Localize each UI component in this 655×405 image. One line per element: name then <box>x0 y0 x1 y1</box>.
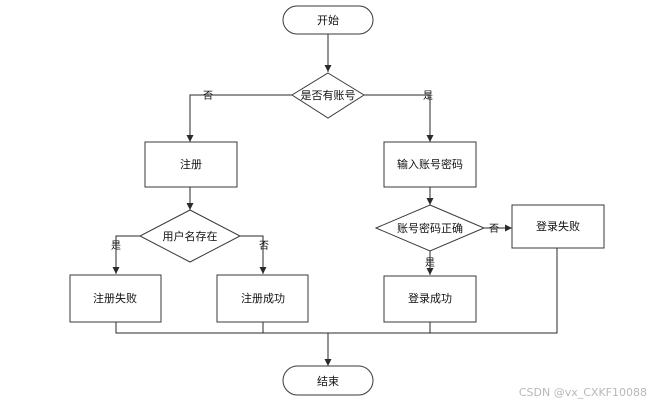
branch-label-username-exists-no: 否 <box>259 240 269 252</box>
node-register-success: 注册成功 <box>216 274 309 323</box>
edge-has-account-no <box>186 94 292 142</box>
node-register-fail: 注册失败 <box>69 274 162 323</box>
node-credentials-correct-label: 账号密码正确 <box>397 221 463 235</box>
edge-merge-to-end <box>115 248 558 334</box>
node-username-exists-label: 用户名存在 <box>163 229 218 243</box>
node-register: 注册 <box>144 141 238 188</box>
flow-edges <box>112 34 558 366</box>
node-end: 结束 <box>282 365 374 396</box>
node-start: 开始 <box>282 5 374 35</box>
node-input-credentials-label: 输入账号密码 <box>397 157 463 171</box>
node-credentials-correct: 账号密码正确 <box>374 204 486 252</box>
node-register-label: 注册 <box>180 157 202 171</box>
edge-username-exists-yes <box>112 235 140 274</box>
node-username-exists: 用户名存在 <box>138 209 242 263</box>
branch-label-credentials-correct-no: 否 <box>489 223 499 235</box>
edge-username-exists-no <box>240 235 267 274</box>
node-register-fail-label: 注册失败 <box>93 291 137 305</box>
branch-label-username-exists-yes: 是 <box>111 240 121 252</box>
branch-label-has-account-yes: 是 <box>423 90 433 102</box>
watermark: CSDN @vx_CXKF10088 <box>518 386 647 399</box>
edge-has-account-yes <box>364 94 434 142</box>
node-login-fail: 登录失败 <box>511 204 605 249</box>
branch-labels: 否 是 是 否 否 是 <box>111 90 499 269</box>
node-login-success: 登录成功 <box>383 275 477 323</box>
node-input-credentials: 输入账号密码 <box>383 141 477 188</box>
node-end-label: 结束 <box>317 375 339 388</box>
node-register-success-label: 注册成功 <box>241 291 285 305</box>
node-has-account-label: 是否有账号 <box>301 88 356 102</box>
node-start-label: 开始 <box>317 13 339 27</box>
branch-label-has-account-no: 否 <box>203 90 213 102</box>
branch-label-credentials-correct-yes: 是 <box>425 257 435 269</box>
node-login-success-label: 登录成功 <box>408 291 452 305</box>
node-has-account: 是否有账号 <box>291 72 365 119</box>
node-login-fail-label: 登录失败 <box>536 219 580 233</box>
